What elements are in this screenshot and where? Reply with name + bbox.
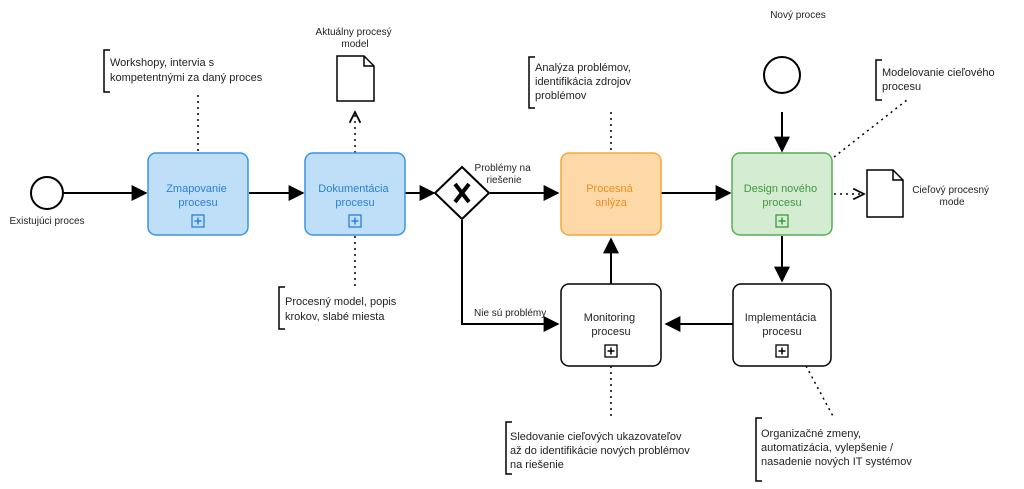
task-analysis-label: Procesná anlýza xyxy=(586,183,636,209)
annotation-workshop: Workshopy, intervia s kompetentnými za d… xyxy=(103,49,263,93)
target-model-label: Cieľový procesný mode xyxy=(912,185,992,208)
sequence-flows xyxy=(64,112,790,332)
gateway-x-icon xyxy=(453,182,471,204)
task-mapping[interactable]: Zmapovanie procesu xyxy=(147,152,249,236)
task-analysis-box xyxy=(560,152,662,236)
annotation-target-modeling-text: Modelovanie cieľového procesu xyxy=(882,67,998,93)
subprocess-marker-icon xyxy=(191,214,205,228)
annotation-process-model: Procesný model, popis krokov, slabé mies… xyxy=(278,286,399,330)
task-analysis[interactable]: Procesná anlýza xyxy=(560,152,662,236)
assoc-org-changes xyxy=(805,365,835,419)
start-new-label: Nový proces xyxy=(770,10,826,21)
annotation-org-changes-text: Organizačné zmeny, automatizácia, vylepš… xyxy=(761,428,912,468)
annotation-problem-analysis: Analýza problémov, identifikácia zdrojov… xyxy=(528,56,634,109)
task-implementation-label: Implementácia procesu xyxy=(745,312,820,338)
flow-gateway-to-monitoring xyxy=(461,220,560,332)
task-monitoring-box xyxy=(560,283,662,367)
document-icon xyxy=(336,55,375,102)
gateway-yes-label: Problémy na riešenie xyxy=(475,163,534,186)
task-implementation-box xyxy=(732,283,832,367)
task-design-label: Design nového procesu xyxy=(744,183,820,209)
task-monitoring-label: Monitoring procesu xyxy=(584,312,638,338)
subprocess-marker-icon xyxy=(348,214,362,228)
annotation-kpi-tracking: Sledovanie cieľových ukazovateľov až do … xyxy=(505,421,693,475)
start-event-existing[interactable]: Existujúci proces xyxy=(9,176,85,227)
gateway-no-label: Nie sú problémy xyxy=(474,308,546,319)
exclusive-gateway[interactable] xyxy=(433,165,491,221)
task-monitoring[interactable]: Monitoring procesu xyxy=(560,283,662,367)
subprocess-marker-icon xyxy=(775,344,789,358)
task-design[interactable]: Design nového procesu xyxy=(731,152,833,236)
start-event-new[interactable]: Nový proces xyxy=(763,10,826,94)
annotation-workshop-text: Workshopy, intervia s kompetentnými za d… xyxy=(110,57,263,84)
associations xyxy=(197,95,908,420)
subprocess-marker-icon xyxy=(604,344,618,358)
start-existing-label: Existujúci proces xyxy=(9,216,84,227)
subprocess-marker-icon xyxy=(775,214,789,228)
annotation-kpi-tracking-text: Sledovanie cieľových ukazovateľov až do … xyxy=(510,431,693,471)
task-documentation[interactable]: Dokumentácia procesu xyxy=(304,152,406,236)
task-documentation-label: Dokumentácia procesu xyxy=(318,183,391,209)
assoc-target-modeling xyxy=(833,99,908,158)
task-mapping-box xyxy=(147,152,249,236)
annotation-target-modeling: Modelovanie cieľového procesu xyxy=(875,59,998,101)
data-object-target-model[interactable]: Cieľový procesný mode xyxy=(866,169,992,218)
task-implementation[interactable]: Implementácia procesu xyxy=(732,283,832,367)
task-mapping-label: Zmapovanie procesu xyxy=(166,183,230,209)
task-documentation-box xyxy=(304,152,406,236)
current-model-label: Aktuálny procesý model xyxy=(316,27,395,50)
data-object-current-model[interactable]: Aktuálny procesý model xyxy=(316,27,395,102)
task-design-box xyxy=(731,152,833,236)
annotation-process-model-text: Procesný model, popis krokov, slabé mies… xyxy=(285,296,399,323)
document-icon xyxy=(866,169,904,218)
annotation-org-changes: Organizačné zmeny, automatizácia, vylepš… xyxy=(755,417,912,482)
annotation-problem-analysis-text: Analýza problémov, identifikácia zdrojov… xyxy=(535,62,634,102)
